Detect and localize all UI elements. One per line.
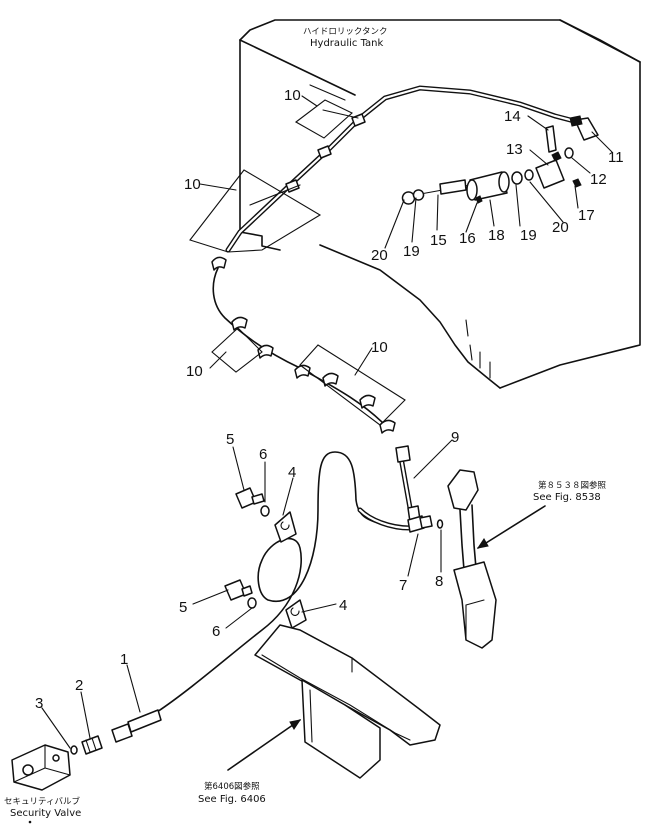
callout-10-lower-right: 10 — [371, 339, 388, 356]
callout-1: 1 — [120, 651, 128, 668]
callout-18: 18 — [488, 227, 505, 244]
clamp-flag-10-left — [189, 169, 322, 253]
filter-assembly — [401, 115, 599, 205]
callout-7: 7 — [399, 577, 407, 594]
elbow-2 — [81, 735, 103, 755]
clip-4-lower — [285, 599, 307, 629]
callout-3: 3 — [35, 695, 43, 712]
callout-11: 11 — [608, 149, 624, 166]
clip-4-upper — [274, 511, 297, 543]
hose-end-1 — [111, 709, 162, 743]
washer-6-lower — [247, 597, 257, 609]
security-valve — [11, 744, 71, 791]
callout-14: 14 — [504, 108, 521, 125]
callout-2: 2 — [75, 677, 83, 694]
fig6406-caption-en: See Fig. 6406 — [198, 794, 266, 805]
clamp-flag-10-lower-left — [211, 327, 263, 373]
floor-bracket — [254, 624, 441, 779]
callout-20-left: 20 — [371, 247, 388, 264]
callout-8: 8 — [435, 573, 443, 590]
bolt-5-lower — [224, 579, 253, 601]
callout-10-lower-left: 10 — [186, 363, 203, 380]
callout-9: 9 — [451, 429, 459, 446]
fig6406-caption-jp: 第6406図参照 — [204, 781, 260, 792]
clamp-flag-10-top — [295, 99, 359, 139]
callout-17: 17 — [578, 207, 595, 224]
callout-15: 15 — [430, 232, 447, 249]
callout-12: 12 — [590, 171, 607, 188]
see-fig-8538-arrow — [476, 505, 546, 549]
tank-caption-jp: ハイドロリックタンク — [303, 27, 388, 37]
callout-5-upper: 5 — [226, 431, 234, 448]
valve-caption-en: Security Valve — [10, 808, 81, 819]
callout-6-lower: 6 — [212, 623, 220, 640]
hydraulic-tank — [239, 19, 641, 389]
clamp-set-upper — [211, 113, 396, 434]
callout-16: 16 — [459, 230, 476, 247]
oring-3 — [70, 745, 78, 755]
leader-lines — [41, 95, 613, 749]
adapter-and-oring — [407, 515, 444, 533]
caption-dot — [28, 820, 32, 824]
callout-10-left: 10 — [184, 176, 201, 193]
callout-4-upper: 4 — [288, 464, 296, 481]
valve-caption-jp: セキュリティバルブ — [4, 796, 80, 807]
callout-20-right: 20 — [552, 219, 569, 236]
see-fig-6406-arrow — [227, 719, 302, 771]
callout-10-top: 10 — [284, 87, 301, 104]
callout-4-lower: 4 — [339, 597, 347, 614]
callout-19-right: 19 — [520, 227, 537, 244]
washer-6-upper — [260, 505, 270, 517]
callout-5-lower: 5 — [179, 599, 187, 616]
clamp-flag-10-lower-right — [299, 344, 406, 426]
return-line-tube — [212, 85, 581, 426]
tank-caption-en: Hydraulic Tank — [310, 38, 384, 49]
bolt-5-upper — [235, 487, 265, 509]
fig8538-caption-jp: 第８５３８図参照 — [538, 480, 607, 491]
callout-19-left: 19 — [403, 243, 420, 260]
fig8538-caption-en: See Fig. 8538 — [533, 492, 601, 503]
control-lever — [447, 469, 497, 649]
callout-6-upper: 6 — [259, 446, 267, 463]
callout-13: 13 — [506, 141, 523, 158]
